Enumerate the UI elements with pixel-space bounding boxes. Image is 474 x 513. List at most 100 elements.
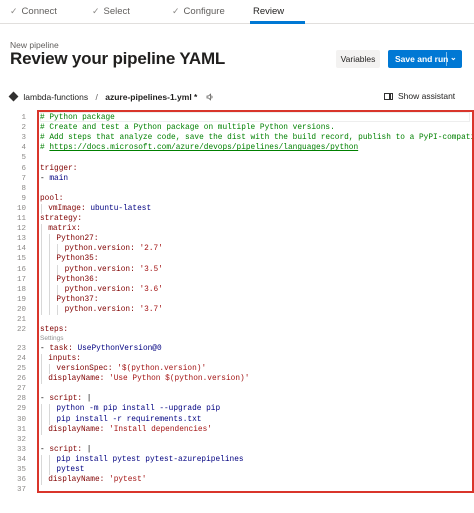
code-token: Python35: bbox=[56, 255, 99, 264]
indent-guide bbox=[41, 404, 42, 435]
code-line[interactable]: # Python package bbox=[40, 113, 115, 123]
variables-button[interactable]: Variables bbox=[336, 50, 380, 68]
check-icon: ✓ bbox=[10, 6, 18, 16]
code-line[interactable]: python.version: '3.6' bbox=[65, 285, 163, 295]
line-number: 27 bbox=[16, 385, 26, 394]
code-line[interactable]: pytest bbox=[56, 465, 84, 475]
line-number: 36 bbox=[16, 476, 26, 485]
indent-guide bbox=[57, 284, 59, 295]
code-token: UsePythonVersion@0 bbox=[77, 344, 162, 353]
code-token: vmImage: bbox=[48, 204, 91, 213]
code-token: task: bbox=[49, 344, 78, 353]
settings-codelens[interactable]: Settings bbox=[40, 334, 64, 342]
line-number: 2 bbox=[21, 124, 26, 133]
line-number: 14 bbox=[16, 245, 26, 254]
indent-guide bbox=[49, 364, 51, 375]
check-icon: ✓ bbox=[92, 6, 100, 16]
code-token: pip install pytest pytest-azurepipelines bbox=[56, 455, 244, 464]
code-line[interactable]: - script: | bbox=[40, 394, 91, 404]
code-line[interactable]: pip install -r requirements.txt bbox=[56, 415, 201, 425]
save-and-run-button[interactable]: Save and run ⌄ bbox=[388, 50, 462, 68]
code-token: 'Use Python $(python.version)' bbox=[109, 375, 250, 384]
code-line[interactable]: displayName: 'Use Python $(python.versio… bbox=[48, 374, 249, 384]
line-number: 12 bbox=[16, 225, 26, 234]
code-line[interactable]: # Add steps that analyze code, save the … bbox=[40, 133, 474, 143]
step-label: Connect bbox=[21, 6, 57, 17]
code-line[interactable]: Python36: bbox=[56, 275, 98, 285]
code-line[interactable]: python.version: '3.5' bbox=[65, 265, 163, 275]
indent-guide bbox=[49, 404, 51, 425]
code-token: inputs: bbox=[48, 354, 81, 363]
line-number: 26 bbox=[16, 375, 26, 384]
step-connect[interactable]: ✓Connect bbox=[10, 6, 57, 17]
step-review[interactable]: Review bbox=[253, 6, 284, 17]
code-line[interactable]: pool: bbox=[40, 194, 63, 204]
step-configure[interactable]: ✓Configure bbox=[172, 6, 225, 17]
code-line[interactable]: # Create and test a Python package on mu… bbox=[40, 123, 335, 133]
code-token: python.version: bbox=[64, 285, 140, 294]
code-token: # Create and test a Python package on mu… bbox=[40, 124, 335, 133]
code-line[interactable]: Python37: bbox=[56, 295, 98, 305]
indent-guide bbox=[57, 244, 59, 255]
line-number: 29 bbox=[16, 405, 26, 414]
line-number: 25 bbox=[16, 365, 26, 373]
code-token: versionSpec: bbox=[56, 365, 118, 373]
code-token: python.version: bbox=[64, 265, 140, 274]
breadcrumb-repo[interactable]: lambda-functions bbox=[23, 91, 89, 102]
code-token: '$(python.version)' bbox=[117, 365, 207, 373]
code-line[interactable]: matrix: bbox=[48, 224, 81, 234]
code-line[interactable]: displayName: 'Install dependencies' bbox=[48, 425, 212, 435]
docs-link[interactable]: https://docs.microsoft.com/azure/devops/… bbox=[49, 144, 359, 153]
code-line[interactable]: Python27: bbox=[56, 234, 98, 244]
current-line-highlight bbox=[40, 112, 470, 122]
step-select[interactable]: ✓Select bbox=[92, 6, 130, 17]
line-number: 9 bbox=[21, 194, 26, 203]
code-line[interactable]: # https://docs.microsoft.com/azure/devop… bbox=[40, 143, 358, 153]
code-line[interactable]: steps: bbox=[40, 325, 68, 335]
breadcrumb-file[interactable]: azure-pipelines-1.yml * bbox=[105, 91, 198, 102]
line-number: 16 bbox=[16, 265, 26, 274]
show-assistant-label: Show assistant bbox=[398, 91, 456, 101]
code-token: - bbox=[40, 344, 50, 353]
code-line[interactable]: pip install pytest pytest-azurepipelines bbox=[56, 455, 243, 465]
line-number: 3 bbox=[21, 134, 26, 143]
chevron-down-icon[interactable]: ⌄ bbox=[450, 53, 457, 62]
line-number: 20 bbox=[16, 305, 26, 314]
code-line[interactable]: strategy: bbox=[40, 214, 82, 224]
code-line[interactable]: Python35: bbox=[56, 254, 98, 264]
read-aloud-icon[interactable] bbox=[206, 92, 214, 102]
repo-icon bbox=[8, 91, 19, 102]
line-number: 28 bbox=[16, 395, 26, 404]
panel-icon bbox=[384, 93, 393, 100]
code-token: displayName: bbox=[48, 375, 110, 384]
code-line[interactable]: versionSpec: '$(python.version)' bbox=[56, 364, 206, 374]
code-area[interactable]: # Python package# Create and test a Pyth… bbox=[40, 109, 474, 493]
code-token: '3.7' bbox=[139, 305, 163, 314]
code-line[interactable]: python.version: '3.7' bbox=[65, 305, 163, 315]
code-line[interactable]: vmImage: ubuntu-latest bbox=[48, 204, 151, 214]
show-assistant-button[interactable]: Show assistant bbox=[384, 91, 455, 101]
code-line[interactable]: displayName: 'pytest' bbox=[48, 475, 146, 485]
code-token: python -m pip install --upgrade pip bbox=[56, 405, 221, 414]
code-line[interactable]: trigger: bbox=[40, 164, 77, 174]
line-number: 33 bbox=[16, 445, 26, 454]
code-line[interactable]: inputs: bbox=[48, 354, 81, 364]
code-token: # bbox=[40, 144, 50, 153]
code-line[interactable]: - main bbox=[40, 174, 68, 184]
button-divider bbox=[446, 52, 447, 66]
line-number: 4 bbox=[21, 144, 26, 153]
line-number: 31 bbox=[16, 425, 26, 434]
code-token: displayName: bbox=[48, 425, 110, 434]
indent-guide bbox=[41, 224, 42, 315]
code-token: Python36: bbox=[56, 275, 99, 284]
code-line[interactable]: python.version: '2.7' bbox=[65, 244, 163, 254]
indent-guide bbox=[49, 454, 51, 476]
code-line[interactable]: - task: UsePythonVersion@0 bbox=[40, 344, 162, 354]
code-line[interactable]: - script: | bbox=[40, 445, 91, 455]
line-number: 13 bbox=[16, 235, 26, 244]
code-token: steps: bbox=[40, 326, 69, 335]
code-line[interactable]: python -m pip install --upgrade pip bbox=[56, 404, 220, 414]
line-number: 17 bbox=[16, 275, 26, 284]
code-token: | bbox=[86, 445, 92, 454]
